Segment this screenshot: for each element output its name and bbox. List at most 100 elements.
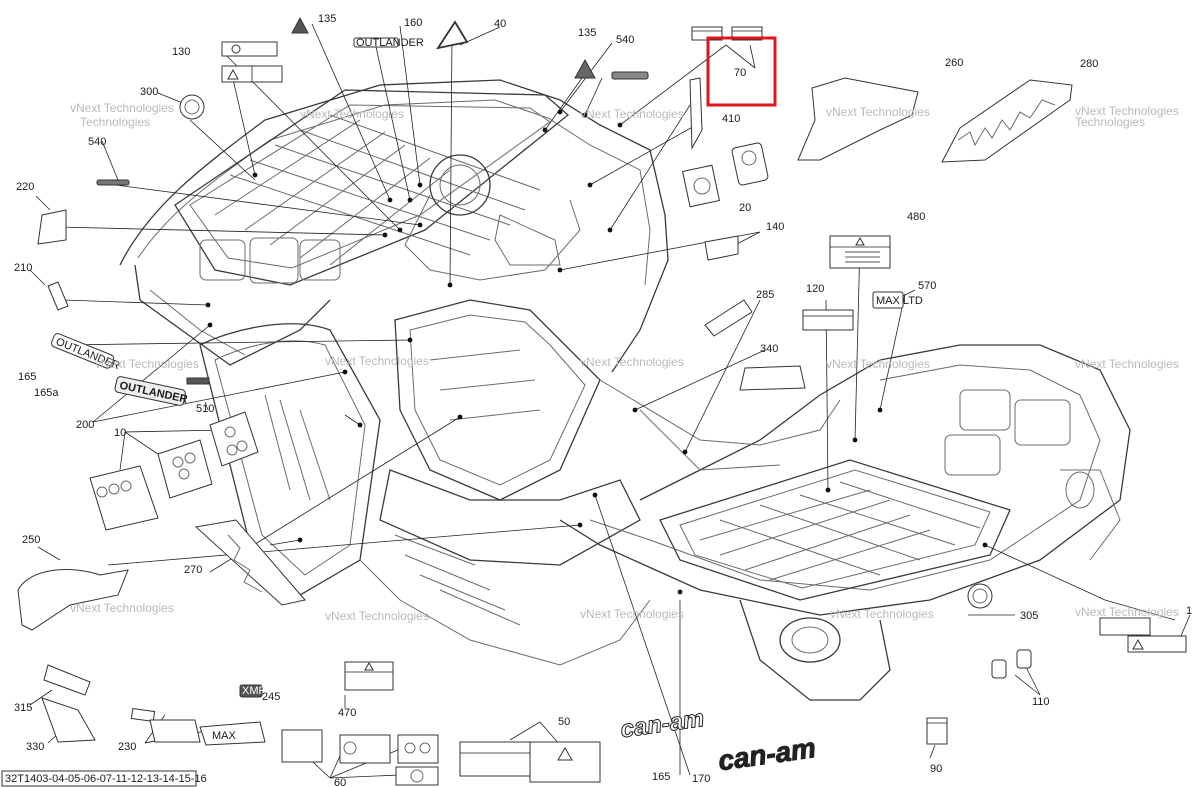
decal-can-am-2: can-am xyxy=(716,732,817,776)
callout-245: 245 xyxy=(262,691,280,703)
watermark-8: vNext Technologies xyxy=(580,355,684,369)
decal-outlander-small: OUTLANDER xyxy=(356,37,424,49)
callout-135a: 135 xyxy=(318,13,336,25)
part-570: MAX LTD xyxy=(872,291,923,309)
callout-540b: 540 xyxy=(88,136,106,148)
diagram-code: 32T1403-04-05-06-07-11-12-13-14-15-16 xyxy=(5,773,207,785)
watermark-4: vNext Technologies xyxy=(826,105,930,119)
part-250 xyxy=(17,569,129,631)
part-280 xyxy=(941,79,1073,163)
part-60 xyxy=(281,729,439,786)
callout-60: 60 xyxy=(334,777,346,787)
part-330 xyxy=(41,697,96,743)
watermark-15: vNext Technologies xyxy=(1075,605,1179,619)
callout-40: 40 xyxy=(494,18,506,30)
watermarks: vNext Technologies Technologies vNext Te… xyxy=(70,101,1179,623)
callout-330: 330 xyxy=(26,741,44,753)
callout-260: 260 xyxy=(945,57,963,69)
callout-130: 130 xyxy=(172,46,190,58)
callout-210: 210 xyxy=(14,262,32,274)
part-230: MAX xyxy=(130,707,266,746)
part-305 xyxy=(967,583,993,609)
part-315 xyxy=(43,664,91,696)
part-160: OUTLANDER xyxy=(353,37,424,49)
callout-170: 170 xyxy=(692,773,710,785)
svg-text:Technologies: Technologies xyxy=(1075,115,1145,129)
part-210 xyxy=(47,281,69,311)
part-540b-strip xyxy=(96,179,130,186)
callout-135b: 135 xyxy=(578,27,596,39)
callout-165c: 165 xyxy=(652,771,670,783)
watermark-13: vNext Technologies xyxy=(580,607,684,621)
callout-270: 270 xyxy=(184,564,202,576)
svg-text:Technologies: Technologies xyxy=(80,115,150,129)
watermark-9: vNext Technologies xyxy=(826,357,930,371)
part-165-can-am: can-am xyxy=(618,704,706,743)
part-40-triangle xyxy=(436,20,469,50)
decal-max: MAX xyxy=(212,730,237,742)
part-20 xyxy=(681,142,769,208)
callout-120: 120 xyxy=(806,283,824,295)
part-470 xyxy=(344,661,394,691)
callout-labels: 130 135 160 40 135 540 70 260 280 300 41… xyxy=(14,13,1192,787)
leader-dots xyxy=(205,109,988,595)
callout-300: 300 xyxy=(140,86,158,98)
part-130 xyxy=(221,41,283,83)
decal-maxltd: MAX LTD xyxy=(876,295,923,307)
part-110 xyxy=(991,649,1032,679)
callout-280: 280 xyxy=(1080,58,1098,70)
diagram-code-box: 32T1403-04-05-06-07-11-12-13-14-15-16 xyxy=(1,770,207,787)
watermark-3: vNext Technologies xyxy=(580,107,684,121)
watermark-10: vNext Technologies xyxy=(1075,357,1179,371)
decal-can-am-1: can-am xyxy=(619,705,706,743)
callout-165a: 165a xyxy=(34,387,59,399)
part-120 xyxy=(802,309,854,331)
part-50 xyxy=(459,741,601,783)
part-10 xyxy=(89,411,259,531)
part-260 xyxy=(797,77,919,161)
part-200-outlander: OUTLANDER xyxy=(114,376,189,406)
part-140 xyxy=(704,235,739,261)
callout-540a: 540 xyxy=(616,34,634,46)
callout-480: 480 xyxy=(907,211,925,223)
watermark-11: vNext Technologies xyxy=(70,601,174,615)
watermark-7: vNext Technologies xyxy=(325,354,429,368)
part-1 xyxy=(1099,617,1187,653)
part-245: XMR xyxy=(239,684,267,698)
part-90 xyxy=(926,717,948,745)
callout-10: 10 xyxy=(114,427,126,439)
callout-140: 140 xyxy=(766,221,784,233)
callout-570: 570 xyxy=(918,280,936,292)
callout-340: 340 xyxy=(760,343,778,355)
part-135b-triangle xyxy=(574,58,596,79)
callout-70: 70 xyxy=(734,67,746,79)
callout-110: 110 xyxy=(1032,696,1050,708)
part-300 xyxy=(179,94,205,120)
callout-50: 50 xyxy=(558,716,570,728)
part-285 xyxy=(704,299,753,337)
callout-230: 230 xyxy=(118,741,136,753)
callout-410: 410 xyxy=(722,113,740,125)
part-170-can-am: can-am xyxy=(716,732,818,777)
highlight-box-70 xyxy=(706,36,777,107)
part-270 xyxy=(194,519,306,606)
part-410 xyxy=(689,77,703,150)
part-480 xyxy=(829,235,891,269)
callout-90: 90 xyxy=(930,763,942,775)
callout-160: 160 xyxy=(404,17,422,29)
part-340 xyxy=(739,365,806,391)
callout-470: 470 xyxy=(338,707,356,719)
watermark-2: vNext Technologies xyxy=(300,107,404,121)
watermark-5: vNext Technologies xyxy=(1075,104,1179,118)
callout-250: 250 xyxy=(22,534,40,546)
decal-parts: OUTLANDER xyxy=(17,16,1187,786)
watermark-1: vNext Technologies xyxy=(70,101,174,115)
callout-285: 285 xyxy=(756,289,774,301)
callout-1: 1 xyxy=(1186,605,1192,617)
part-220 xyxy=(37,209,67,245)
callout-200: 200 xyxy=(76,419,94,431)
part-510 xyxy=(186,377,210,385)
callout-165: 165 xyxy=(18,371,36,383)
